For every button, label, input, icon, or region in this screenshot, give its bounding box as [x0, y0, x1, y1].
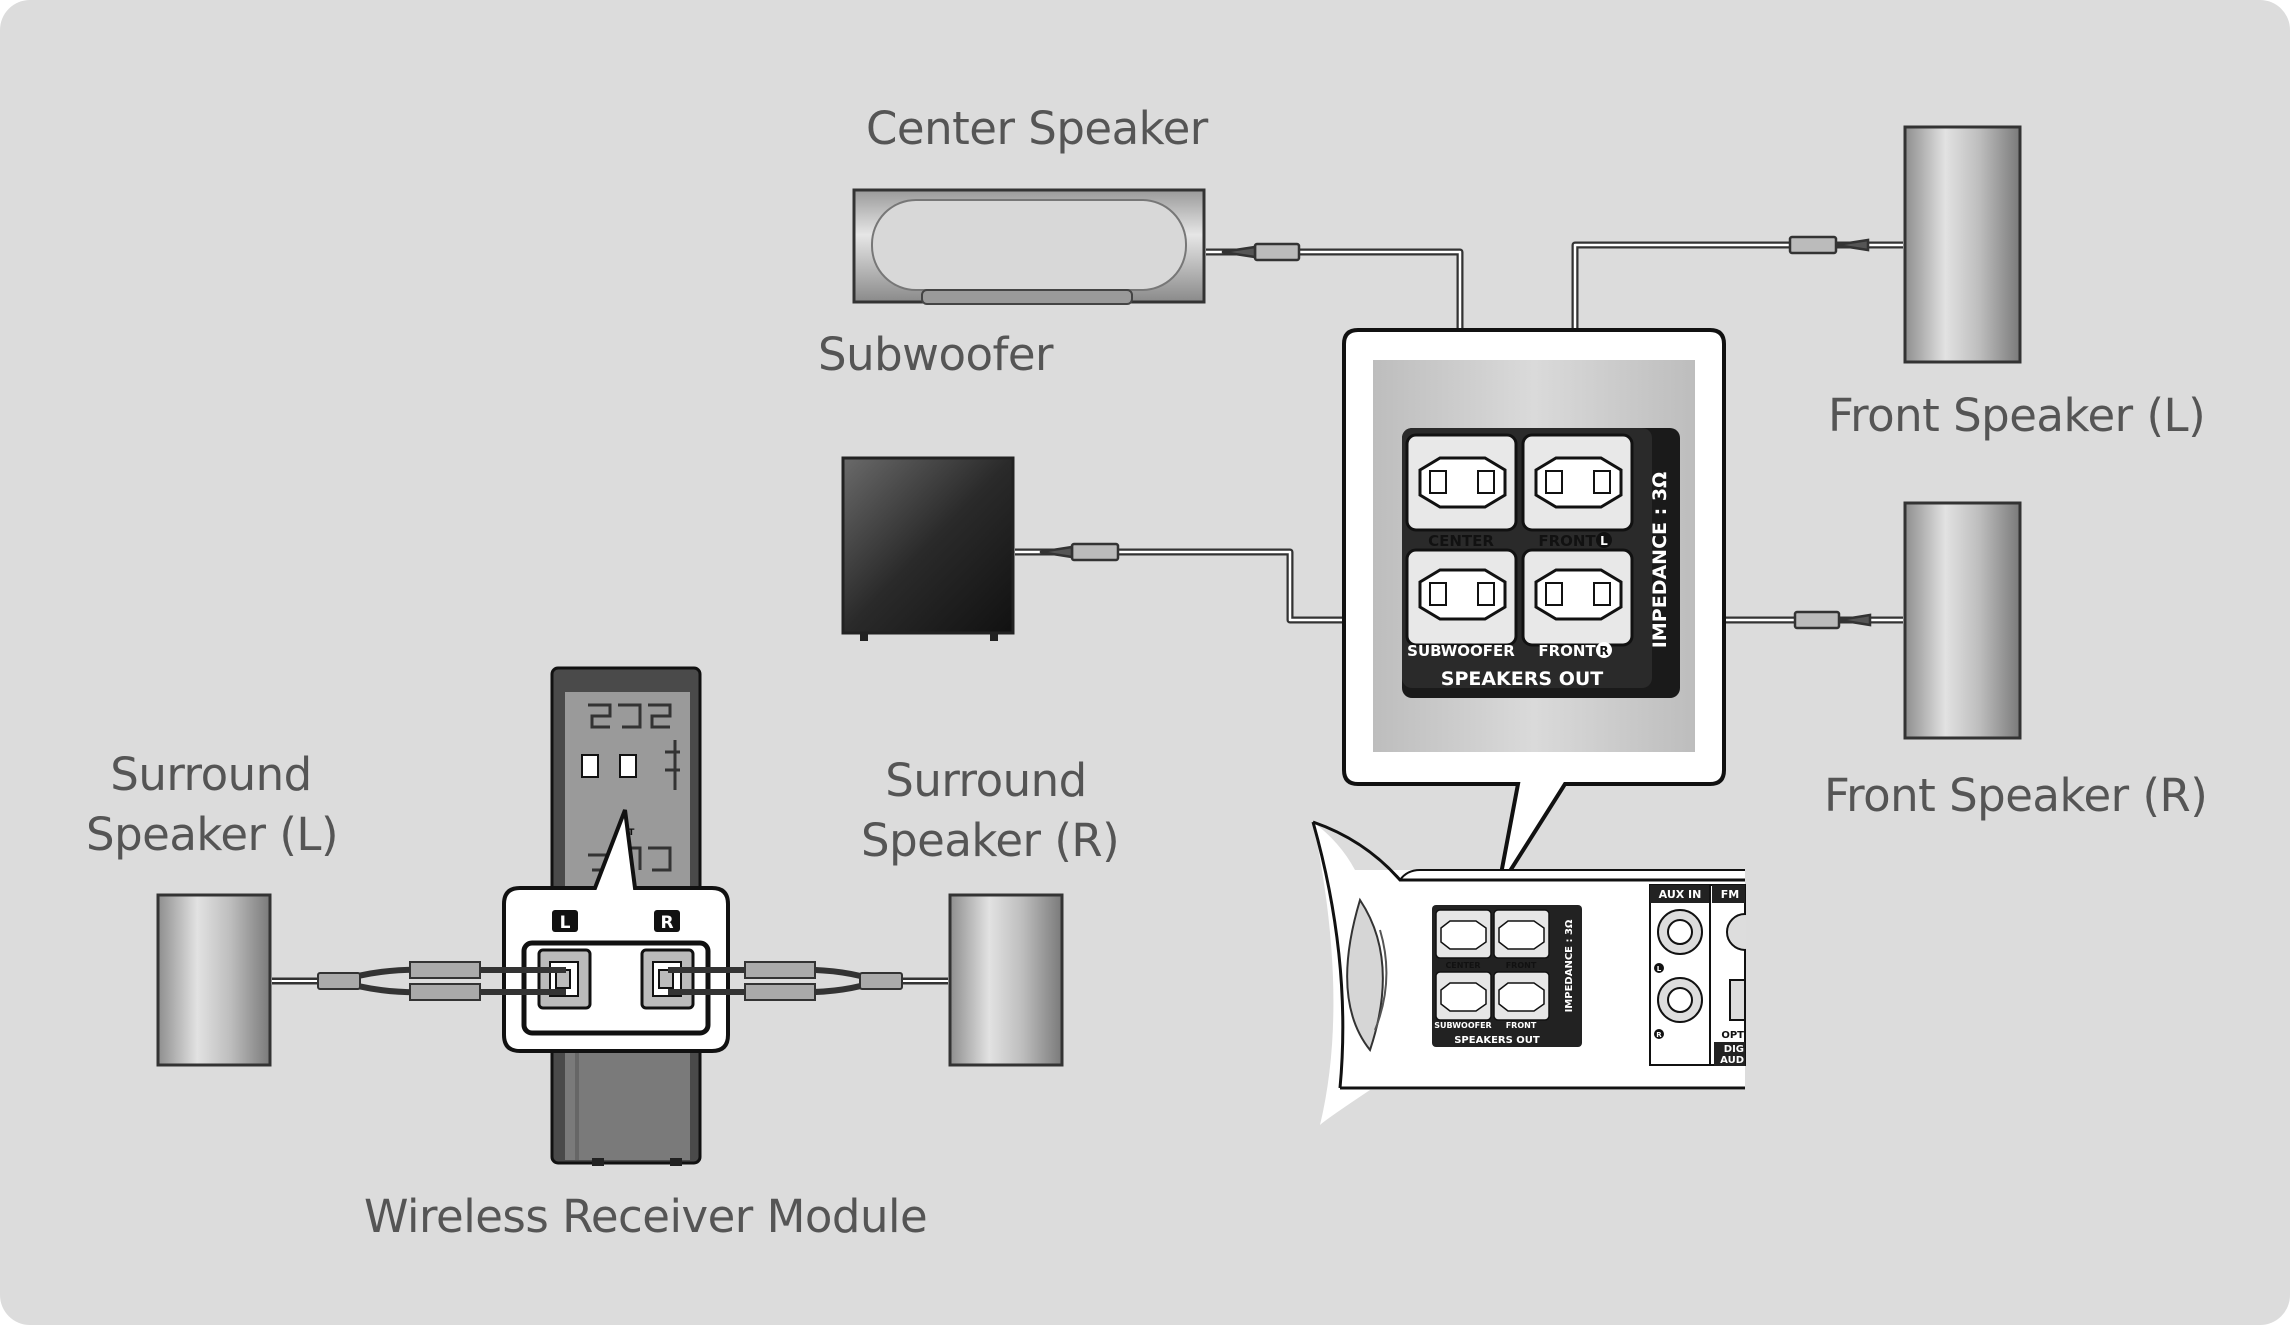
- label-surround-left-line2: Speaker (L): [86, 808, 339, 861]
- module-badge-l: L: [560, 913, 571, 933]
- surround-plugs: [317, 961, 903, 1001]
- label-front-speaker-left: Front Speaker (L): [1828, 389, 2206, 442]
- terminal-front-l: [1521, 433, 1634, 532]
- surround-speaker-right: [948, 893, 1064, 1067]
- subwoofer: [841, 456, 1015, 641]
- terminal-label-front-l: FRONT: [1538, 532, 1596, 550]
- module-terminal-r: [640, 948, 695, 1010]
- unit-label-front-l: FRONT: [1506, 961, 1537, 970]
- unit-label-impedance: IMPEDANCE : 3Ω: [1564, 919, 1575, 1012]
- optical-label: OPT: [1721, 1030, 1744, 1041]
- label-wireless-receiver-module: Wireless Receiver Module: [364, 1190, 928, 1243]
- impedance-label: IMPEDANCE : 3Ω: [1649, 472, 1671, 648]
- terminal-front-r: [1521, 548, 1634, 647]
- main-unit-back: CENTER FRONT SUBWOOFER FRONT SPEAKERS OU…: [1311, 820, 1766, 1130]
- speakers-out-label: SPEAKERS OUT: [1441, 668, 1604, 690]
- surround-speaker-left: [156, 893, 272, 1067]
- terminal-subwoofer: [1405, 548, 1518, 647]
- label-surround-right-line2: Speaker (R): [861, 814, 1120, 867]
- unit-label-speakers-out: SPEAKERS OUT: [1454, 1035, 1540, 1046]
- terminal-center: [1405, 433, 1518, 532]
- speakers-out-terminal-block: CENTER FRONT L SUBWOOFER FRONT R SPEAKER…: [1402, 428, 1680, 698]
- label-subwoofer: Subwoofer: [818, 328, 1054, 381]
- module-terminal-l: [537, 948, 592, 1010]
- terminal-label-center: CENTER: [1428, 532, 1494, 550]
- fm-label: FM: [1721, 888, 1739, 901]
- unit-label-front-r: FRONT: [1506, 1021, 1537, 1030]
- aux-l-label: L: [1657, 965, 1662, 973]
- unit-label-center: CENTER: [1445, 961, 1480, 970]
- terminal-badge-front-r: R: [1599, 644, 1608, 658]
- unit-label-subwoofer: SUBWOOFER: [1434, 1021, 1491, 1030]
- digital-label: DIG: [1724, 1044, 1744, 1055]
- label-center-speaker: Center Speaker: [866, 102, 1208, 155]
- terminal-label-subwoofer: SUBWOOFER: [1407, 642, 1515, 660]
- cable-plugs: [1039, 235, 1872, 630]
- terminal-badge-front-l: L: [1600, 534, 1608, 548]
- front-speaker-left: [1903, 125, 2022, 364]
- terminal-label-front-r: FRONT: [1538, 642, 1596, 660]
- label-surround-right-line1: Surround: [885, 754, 1087, 807]
- front-speaker-right: [1903, 501, 2022, 740]
- module-badge-r: R: [660, 913, 673, 933]
- label-surround-left-line1: Surround: [110, 748, 312, 801]
- audio-label: AUD: [1720, 1055, 1744, 1066]
- label-front-speaker-right: Front Speaker (R): [1824, 769, 2208, 822]
- aux-r-label: R: [1656, 1031, 1662, 1039]
- center-speaker: [852, 188, 1206, 305]
- aux-in-label: AUX IN: [1659, 888, 1702, 901]
